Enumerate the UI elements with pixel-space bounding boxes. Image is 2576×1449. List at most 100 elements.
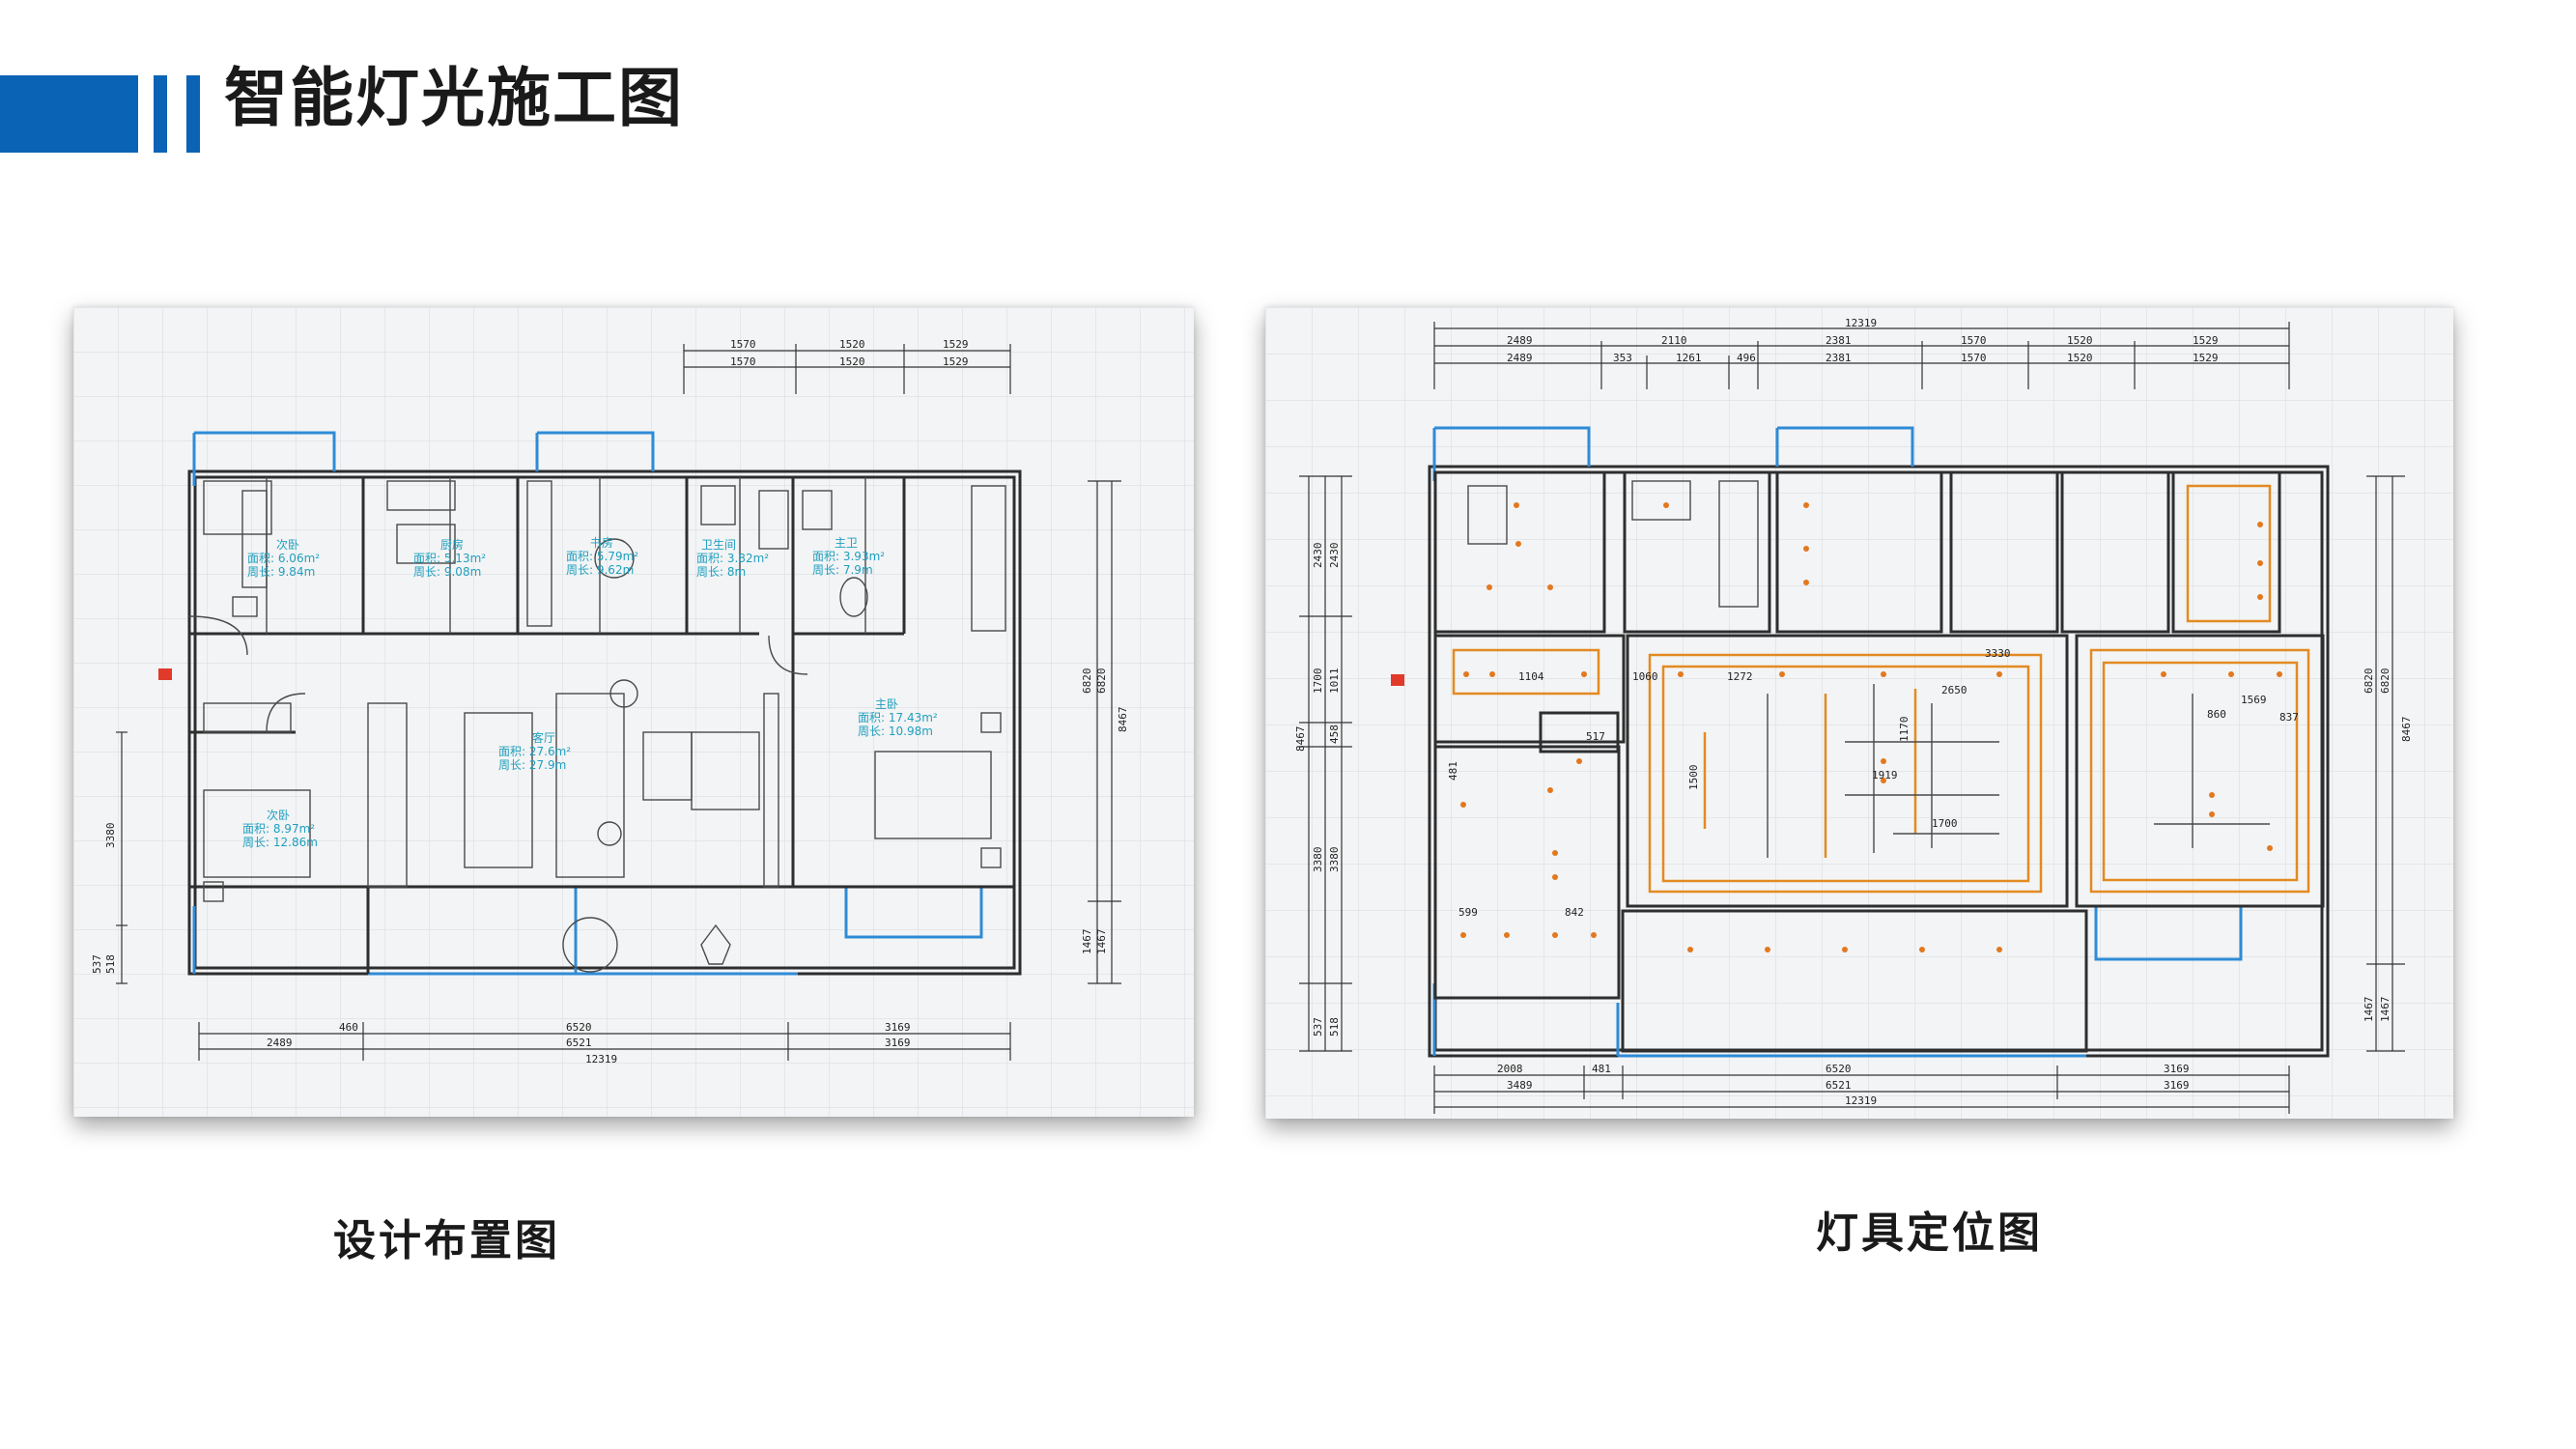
room-area: 面积: 3.82m² <box>696 552 769 565</box>
design-layout-panel: 1570 1520 1529 1570 1520 1529 <box>73 307 1194 1117</box>
dim-label: 6820 <box>2379 668 2392 695</box>
dim-label: 518 <box>1328 1017 1341 1037</box>
inner-labels: 1104 1060 1272 3330 2650 1170 1919 1500 … <box>1447 647 2299 919</box>
room-area: 面积: 27.6m² <box>498 745 571 758</box>
lighting-layout-panel: 12319 2489 2110 2381 1570 1520 1529 2489… <box>1265 307 2453 1119</box>
room-area: 面积: 8.97m² <box>242 822 315 836</box>
dim-label: 8467 <box>2400 717 2413 743</box>
bottom-dimensions: 460 6520 3169 2489 6521 3169 12319 <box>198 1021 1011 1065</box>
dim-label: 3489 <box>1507 1079 1533 1092</box>
room-perimeter: 周长: 12.86m <box>242 836 318 849</box>
dim-label: 1011 <box>1328 668 1341 695</box>
dim-label: 2430 <box>1328 543 1341 569</box>
title-accent-bar-1 <box>154 75 167 153</box>
room-perimeter: 周长: 9.84m <box>247 565 315 579</box>
dim-label: 481 <box>1592 1063 1611 1075</box>
room-perimeter: 周长: 10.98m <box>858 724 933 738</box>
dim-label: 537 <box>1312 1017 1324 1037</box>
dim-label: 3169 <box>2164 1079 2190 1092</box>
dim-label: 1700 <box>1932 817 1958 830</box>
room-area: 面积: 5.79m² <box>566 550 638 563</box>
room-name: 厨房 <box>440 537 464 552</box>
dim-label: 12319 <box>585 1053 617 1065</box>
dim-label: 2489 <box>267 1037 293 1049</box>
dim-label: 1467 <box>2379 997 2392 1023</box>
dim-label: 1500 <box>1687 765 1700 791</box>
dim-label: 1570 <box>730 338 756 351</box>
dim-label: 1569 <box>2241 694 2267 706</box>
title-accent-block <box>0 75 138 153</box>
dim-label: 1520 <box>839 355 865 368</box>
dim-label: 842 <box>1565 906 1584 919</box>
dim-label: 1467 <box>2363 997 2375 1023</box>
dim-label: 518 <box>104 954 117 974</box>
dim-label: 8467 <box>1117 707 1129 733</box>
page-title: 智能灯光施工图 <box>224 61 684 135</box>
room-name: 客厅 <box>532 730 555 745</box>
dim-label: 1272 <box>1727 670 1753 683</box>
dim-label: 2489 <box>1507 352 1533 364</box>
dim-label: 460 <box>339 1021 358 1034</box>
dim-label: 2381 <box>1826 352 1852 364</box>
room-perimeter: 周长: 8m <box>696 565 746 579</box>
dim-label: 6820 <box>2363 668 2375 695</box>
cove-light-strips <box>1452 484 2310 894</box>
lighting-layout-drawing: 12319 2489 2110 2381 1570 1520 1529 2489… <box>1265 307 2453 1119</box>
room-labels: 次卧 面积: 6.06m² 周长: 9.84m 厨房 面积: 5.13m² 周长… <box>242 535 938 849</box>
dim-label: 1467 <box>1081 929 1093 955</box>
dim-label: 2381 <box>1826 334 1852 347</box>
window-edges <box>192 431 983 976</box>
interior-walls <box>1433 470 2325 1053</box>
dim-label: 1520 <box>2067 352 2093 364</box>
room-name: 主卧 <box>875 697 898 711</box>
room-name: 次卧 <box>267 809 290 822</box>
dim-label: 599 <box>1458 906 1478 919</box>
room-name: 书房 <box>590 535 613 550</box>
dim-label: 496 <box>1737 352 1756 364</box>
lighting-layout-caption: 灯具定位图 <box>1816 1208 2043 1258</box>
dim-label: 6521 <box>566 1037 592 1049</box>
title-accent-bar-2 <box>186 75 200 153</box>
dim-label: 6520 <box>1826 1063 1852 1075</box>
dim-label: 1700 <box>1312 668 1324 695</box>
design-layout-drawing: 1570 1520 1529 1570 1520 1529 <box>73 307 1194 1117</box>
dim-label: 2008 <box>1497 1063 1523 1075</box>
room-perimeter: 周长: 9.08m <box>413 565 481 579</box>
dim-label: 1467 <box>1095 929 1108 955</box>
room-perimeter: 周长: 27.9m <box>498 758 566 772</box>
dim-label: 3380 <box>1328 847 1341 873</box>
dim-label: 3380 <box>1312 847 1324 873</box>
dim-label: 1529 <box>943 355 969 368</box>
dim-label: 2650 <box>1941 684 1967 696</box>
dim-label: 3169 <box>885 1021 911 1034</box>
dim-label: 1261 <box>1676 352 1702 364</box>
dim-label: 3380 <box>104 823 117 849</box>
dim-label: 458 <box>1328 724 1341 744</box>
dim-label: 12319 <box>1845 1094 1877 1107</box>
furniture <box>158 480 1006 973</box>
dim-label: 1529 <box>2193 352 2219 364</box>
dim-label: 1529 <box>943 338 969 351</box>
dim-label: 6820 <box>1095 668 1108 695</box>
dim-label: 1570 <box>1961 334 1987 347</box>
dim-label: 1170 <box>1898 717 1911 743</box>
dim-label: 6521 <box>1826 1079 1852 1092</box>
dim-label: 1529 <box>2193 334 2219 347</box>
top-dimensions: 1570 1520 1529 1570 1520 1529 <box>683 338 1011 394</box>
dim-label: 8467 <box>1294 726 1307 753</box>
design-layout-caption: 设计布置图 <box>333 1216 560 1265</box>
side-dimensions: 3380 537 518 6820 6820 8467 1467 1467 <box>91 480 1129 984</box>
room-perimeter: 周长: 9.62m <box>566 563 634 577</box>
dim-label: 2110 <box>1661 334 1687 347</box>
side-dimensions: 2430 2430 1700 1011 458 8467 3380 3380 5… <box>1294 475 2413 1052</box>
dim-label: 1520 <box>839 338 865 351</box>
dim-label: 1570 <box>730 355 756 368</box>
room-name: 主卫 <box>835 536 858 550</box>
dim-label: 1104 <box>1518 670 1544 683</box>
dim-label: 3330 <box>1985 647 2011 660</box>
room-name: 卫生间 <box>701 538 736 552</box>
room-area: 面积: 6.06m² <box>247 552 320 565</box>
dim-label: 537 <box>91 954 103 974</box>
dim-label: 1919 <box>1872 769 1898 781</box>
dim-label: 1570 <box>1961 352 1987 364</box>
